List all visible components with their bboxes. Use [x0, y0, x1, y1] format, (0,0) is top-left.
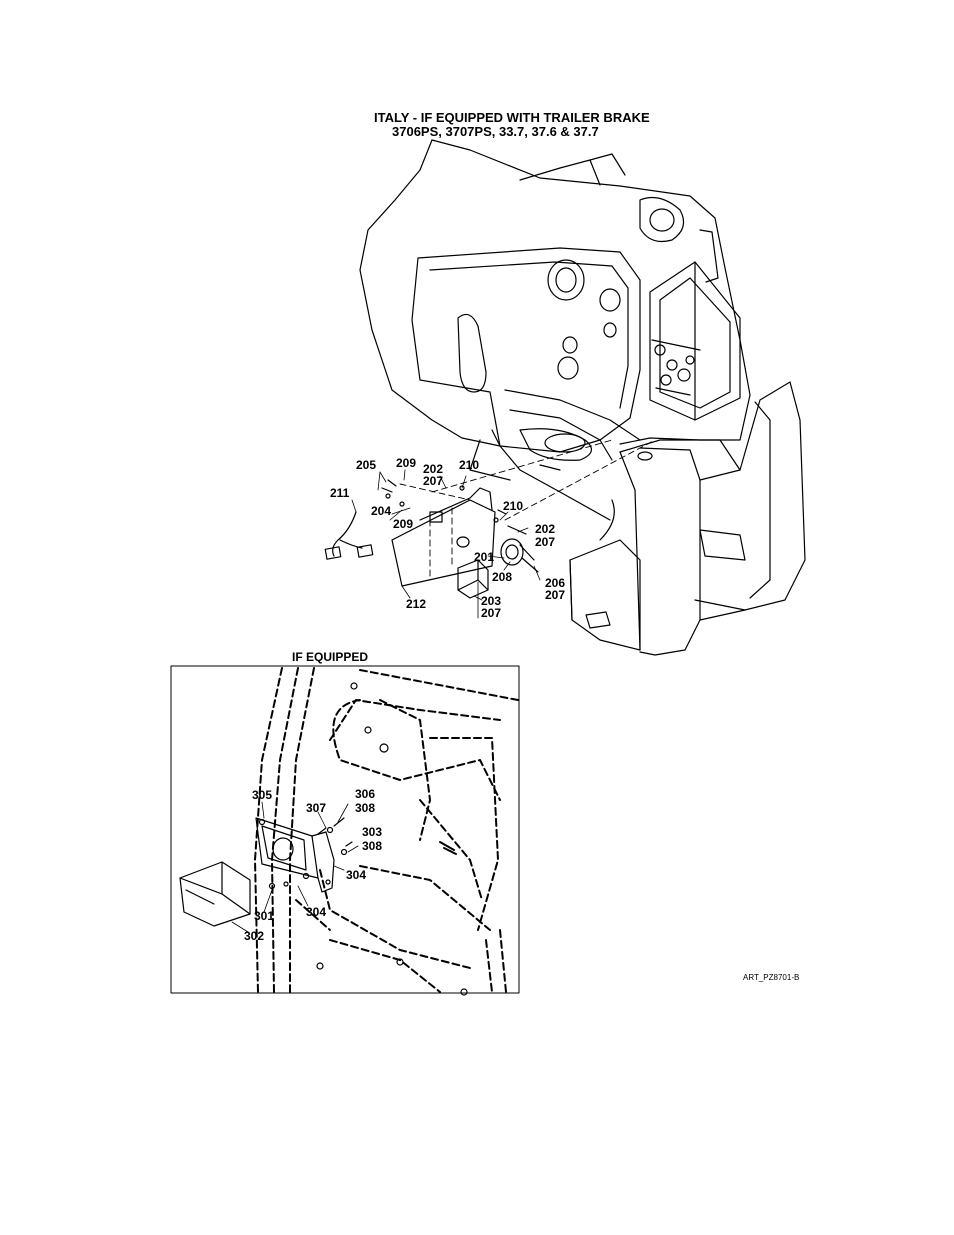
- callout-305: 305: [252, 789, 272, 801]
- callout-202b: 202: [535, 523, 555, 535]
- callout-211: 211: [330, 487, 349, 499]
- callout-204: 204: [371, 505, 391, 517]
- frame-assembly-drawing: [360, 140, 805, 655]
- callout-207: 207: [423, 475, 443, 487]
- inset-drawing: [180, 668, 518, 995]
- callout-301: 301: [254, 910, 274, 922]
- callout-209b: 209: [393, 518, 413, 530]
- callout-201: 201: [474, 551, 494, 563]
- art-reference: ART_PZ8701-B: [743, 974, 799, 982]
- diagram-subtitle-models: 3706PS, 3707PS, 33.7, 37.6 & 37.7: [392, 125, 599, 139]
- callout-210: 210: [459, 459, 479, 471]
- callout-210b: 210: [503, 500, 523, 512]
- callout-207b: 207: [535, 536, 555, 548]
- callout-302: 302: [244, 930, 264, 942]
- callout-212: 212: [406, 598, 426, 610]
- callout-306: 306: [355, 788, 375, 800]
- callout-304: 304: [346, 869, 366, 881]
- callout-207c: 207: [545, 589, 565, 601]
- callout-207d: 207: [481, 607, 501, 619]
- top-leader-lines: [352, 470, 540, 618]
- inset-title: IF EQUIPPED: [292, 650, 368, 664]
- callout-209: 209: [396, 457, 416, 469]
- callout-205: 205: [356, 459, 376, 471]
- callout-208: 208: [492, 571, 512, 583]
- callout-304b: 304: [306, 906, 326, 918]
- callout-303: 303: [362, 826, 382, 838]
- callout-308: 308: [355, 802, 375, 814]
- callout-307: 307: [306, 802, 326, 814]
- callout-308b: 308: [362, 840, 382, 852]
- diagram-title: ITALY - IF EQUIPPED WITH TRAILER BRAKE: [374, 111, 650, 125]
